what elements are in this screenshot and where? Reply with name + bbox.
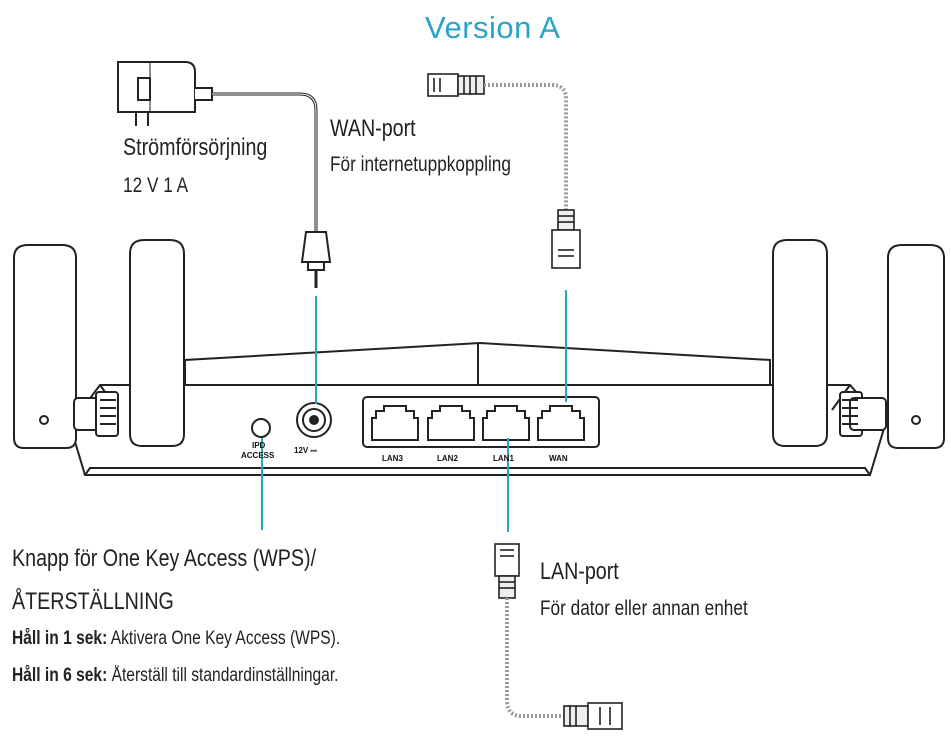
wps-hold-1-sec-text: Aktivera One Key Access (WPS). bbox=[107, 628, 341, 649]
right-antenna-inner bbox=[772, 239, 828, 447]
power-port-label: 12V ⎓ bbox=[294, 446, 317, 455]
diagram-title: Version A bbox=[425, 10, 561, 45]
wps-reset-button bbox=[251, 418, 271, 438]
lan-cable-connector-bottom bbox=[563, 702, 623, 730]
left-antenna-inner bbox=[129, 239, 185, 447]
leader-lines bbox=[261, 290, 567, 532]
wan-description: För internetuppkoppling bbox=[330, 153, 511, 176]
access-button-label-1: IPD bbox=[252, 441, 266, 450]
port-label-lan3: LAN3 bbox=[382, 454, 403, 463]
wan-cable-connector-bottom bbox=[551, 209, 581, 269]
wps-label-line1: Knapp för One Key Access (WPS)/ bbox=[12, 545, 317, 572]
power-adapter bbox=[117, 61, 213, 126]
lan-description: För dator eller annan enhet bbox=[540, 597, 748, 620]
wps-hold-6-sec-label: Håll in 6 sek: bbox=[12, 665, 108, 686]
wps-label-line2: ÅTERSTÄLLNING bbox=[12, 588, 174, 615]
lan-cable-connector-top bbox=[494, 543, 520, 599]
power-plug bbox=[300, 231, 332, 288]
wps-hold-6-sec-text: Återställ till standardinställningar. bbox=[107, 665, 339, 686]
ethernet-port-bank bbox=[362, 396, 600, 448]
access-button-label-2: ACCESS bbox=[241, 451, 275, 460]
right-antenna-outer bbox=[887, 244, 945, 449]
left-antenna-hinge bbox=[73, 391, 119, 437]
right-antenna-hinge bbox=[839, 391, 887, 437]
power-port bbox=[296, 402, 332, 438]
wan-cable bbox=[484, 83, 568, 210]
power-cable bbox=[212, 92, 318, 232]
lan-label: LAN-port bbox=[540, 558, 619, 585]
wps-hold-1-sec: Håll in 1 sek: Aktivera One Key Access (… bbox=[12, 628, 340, 650]
wan-label: WAN-port bbox=[330, 115, 416, 142]
wan-cable-connector-top bbox=[427, 73, 485, 97]
power-label: Strömförsörjning bbox=[123, 134, 268, 161]
wps-hold-1-sec-label: Håll in 1 sek: bbox=[12, 628, 108, 649]
port-label-wan: WAN bbox=[549, 454, 568, 463]
power-spec: 12 V 1 A bbox=[123, 174, 189, 197]
left-antenna-outer bbox=[13, 244, 77, 449]
port-label-lan2: LAN2 bbox=[437, 454, 458, 463]
port-label-lan1: LAN1 bbox=[493, 454, 514, 463]
wps-hold-6-sec: Håll in 6 sek: Återställ till standardin… bbox=[12, 665, 338, 687]
